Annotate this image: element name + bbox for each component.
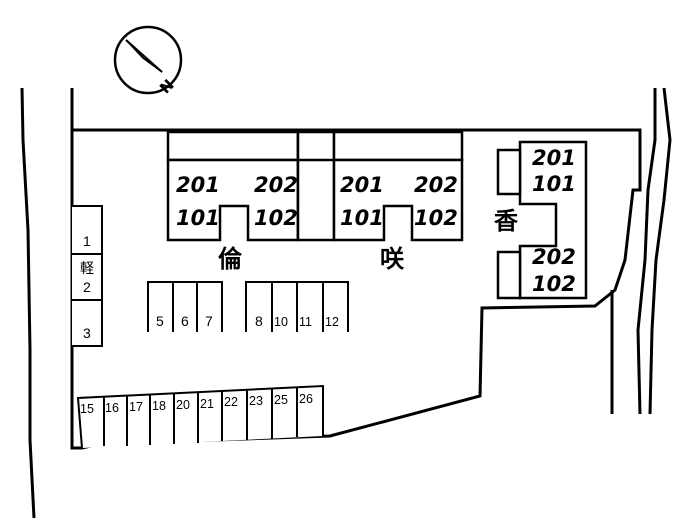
kaori-unit-201: 201: [532, 146, 576, 170]
building-saki-label: 咲: [380, 245, 405, 273]
parking-kei-label: 軽: [80, 261, 94, 277]
parking-slot-12: 12: [325, 315, 339, 329]
rin-unit-202: 202: [254, 173, 298, 197]
parking-slot-1: 1: [83, 233, 91, 249]
right-road-edge-outer: [636, 88, 657, 415]
parking-slot-3: 3: [83, 325, 91, 341]
parking-slot-26: 26: [299, 392, 313, 406]
parking-slot-18: 18: [152, 399, 166, 413]
building-kaori-label: 香: [494, 207, 519, 235]
parking-slot-11: 11: [299, 315, 312, 329]
connector-walkway: [296, 130, 336, 242]
parking-slot-6: 6: [181, 313, 189, 329]
parking-slot-17: 17: [129, 400, 143, 414]
saki-unit-202: 202: [414, 173, 458, 197]
parking-slot-8: 8: [255, 313, 263, 329]
north-compass: N: [113, 25, 183, 97]
saki-unit-102: 102: [414, 206, 458, 230]
parking-slot-7: 7: [205, 313, 213, 329]
kaori-unit-101: 101: [532, 172, 576, 196]
parking-slot-15: 15: [80, 402, 94, 416]
saki-unit-101: 101: [340, 206, 384, 230]
left-road-edge: [20, 87, 36, 519]
rin-unit-201: 201: [176, 173, 220, 197]
parking-slot-21: 21: [200, 397, 214, 411]
parking-slot-16: 16: [105, 401, 119, 415]
building-rin-label: 倫: [218, 245, 243, 273]
parking-slot-5: 5: [156, 313, 164, 329]
parking-left-column: 1 軽 2 3: [72, 205, 103, 347]
parking-middle-group-b: 8 10 11 12: [245, 281, 349, 332]
rin-unit-102: 102: [254, 206, 298, 230]
kaori-unit-102: 102: [532, 272, 576, 296]
parking-slot-25: 25: [274, 393, 288, 407]
parking-slot-23: 23: [249, 394, 263, 408]
building-kaori: 201 101 202 102: [496, 140, 588, 300]
saki-unit-201: 201: [340, 173, 384, 197]
building-saki: 201 101 202 102: [332, 130, 464, 242]
parking-slot-10: 10: [274, 315, 288, 329]
kaori-unit-202: 202: [532, 245, 576, 269]
parking-bottom-row: 15 16 17 18 20 21 22 23 25 26: [76, 384, 324, 449]
parking-slot-2: 2: [83, 279, 91, 295]
parking-middle-group-a: 5 6 7: [147, 281, 223, 332]
right-road-edge-inner: [648, 87, 672, 415]
parking-slot-22: 22: [224, 395, 238, 409]
rin-unit-101: 101: [176, 206, 220, 230]
building-rin: 201 101 202 102: [166, 130, 300, 242]
parking-slot-20: 20: [176, 398, 190, 412]
